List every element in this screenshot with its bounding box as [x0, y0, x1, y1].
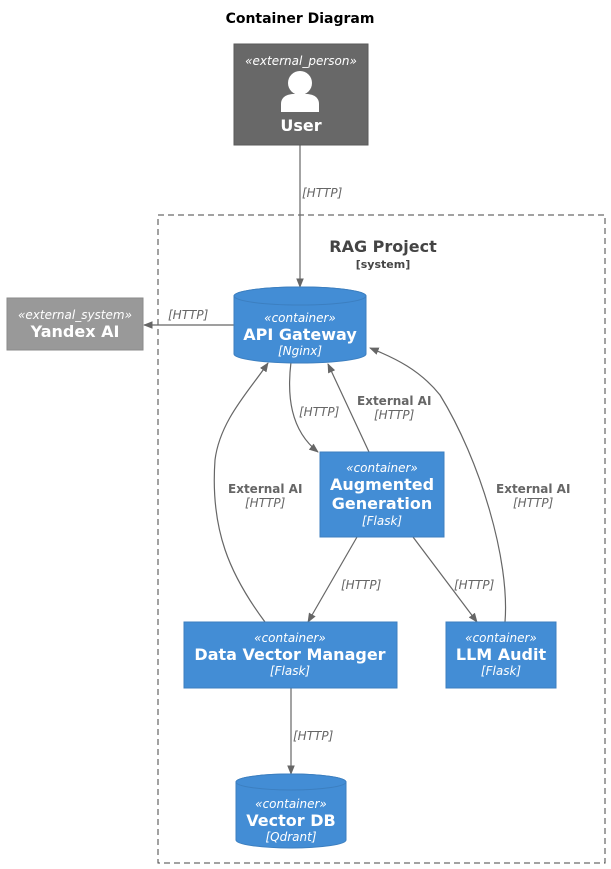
- edge-label-augmented-gateway: External AI: [357, 394, 431, 408]
- edge-label-gateway-augmented: [HTTP]: [299, 405, 340, 419]
- node-vector-db[interactable]: «container» Vector DB [Qdrant]: [235, 773, 347, 849]
- dvm-tech: [Flask]: [270, 664, 310, 678]
- user-name: User: [280, 116, 321, 135]
- edge-label-audit-gateway: External AI: [496, 482, 570, 496]
- boundary-name: RAG Project: [329, 237, 437, 256]
- person-icon: [281, 71, 319, 112]
- edge-label-augmented-dvm: [HTTP]: [341, 578, 382, 592]
- audit-tech: [Flask]: [481, 664, 521, 678]
- edge-augmented-dvm: [307, 536, 358, 623]
- gateway-tech: [Nginx]: [278, 344, 322, 358]
- edge-tech-augmented-gateway: [HTTP]: [374, 408, 415, 422]
- edge-label-dvm-gateway: External AI: [228, 482, 302, 496]
- user-stereotype: «external_person»: [245, 54, 357, 68]
- node-api-gateway[interactable]: «container» API Gateway [Nginx]: [233, 286, 367, 364]
- diagram-title: Container Diagram: [226, 11, 375, 27]
- edge-label-gateway-yandex: [HTTP]: [168, 308, 209, 322]
- edge-augmented-gateway: [327, 363, 370, 453]
- node-user[interactable]: «external_person» User: [233, 43, 369, 146]
- vectordb-stereotype: «container»: [255, 797, 327, 811]
- edge-dvm-gateway: [213, 362, 269, 623]
- node-data-vector-manager[interactable]: «container» Data Vector Manager [Flask]: [183, 621, 398, 689]
- augmented-tech: [Flask]: [362, 514, 402, 528]
- node-llm-audit[interactable]: «container» LLM Audit [Flask]: [445, 621, 557, 689]
- edges: [143, 145, 507, 775]
- gateway-name: API Gateway: [243, 325, 357, 344]
- node-yandex-ai[interactable]: «external_system» Yandex AI: [6, 297, 144, 351]
- yandex-stereotype: «external_system»: [18, 308, 132, 322]
- audit-stereotype: «container»: [465, 631, 537, 645]
- edge-tech-dvm-gateway: [HTTP]: [245, 496, 286, 510]
- augmented-name-line2: Generation: [332, 494, 432, 513]
- augmented-name-line1: Augmented: [330, 475, 434, 494]
- dvm-stereotype: «container»: [254, 631, 326, 645]
- edge-label-user-gateway: [HTTP]: [302, 186, 343, 200]
- vectordb-name: Vector DB: [246, 811, 335, 830]
- dvm-name: Data Vector Manager: [194, 645, 385, 664]
- edge-audit-gateway: [369, 347, 507, 623]
- node-augmented-generation[interactable]: «container» Augmented Generation [Flask]: [319, 451, 445, 538]
- audit-name: LLM Audit: [456, 645, 547, 664]
- augmented-stereotype: «container»: [346, 461, 418, 475]
- system-boundary: [157, 214, 606, 864]
- boundary-type: [system]: [356, 258, 411, 271]
- edge-gateway-augmented: [289, 361, 319, 453]
- edge-tech-audit-gateway: [HTTP]: [513, 496, 554, 510]
- vectordb-tech: [Qdrant]: [265, 830, 316, 844]
- edge-label-augmented-audit: [HTTP]: [454, 578, 495, 592]
- edge-augmented-audit: [412, 536, 478, 623]
- yandex-name: Yandex AI: [30, 322, 120, 341]
- gateway-stereotype: «container»: [264, 311, 336, 325]
- edge-label-dvm-vectordb: [HTTP]: [293, 729, 334, 743]
